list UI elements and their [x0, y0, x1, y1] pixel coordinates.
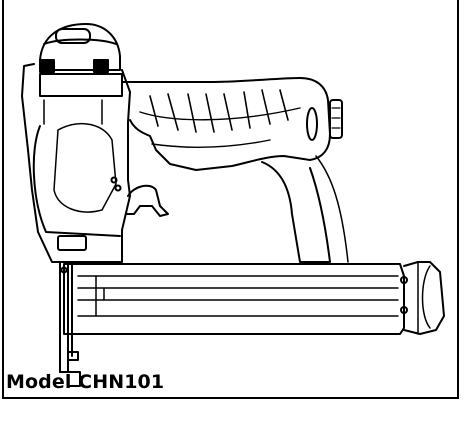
upper-housing-band: [39, 73, 123, 97]
handle-grip-ribs: [149, 89, 289, 133]
top-cap-ridge: [43, 38, 117, 45]
top-cap-outline: [39, 23, 121, 71]
magazine-end-cap: [403, 261, 445, 335]
screw-left-icon: [39, 59, 55, 73]
body-label-window: [57, 235, 87, 251]
top-cap-slot: [55, 28, 91, 44]
document-frame: [2, 0, 459, 399]
air-fitting: [329, 99, 343, 139]
main-body-outline: [21, 63, 131, 263]
rear-support: [261, 161, 331, 263]
model-caption: Model CHN101: [6, 371, 165, 393]
front-panel-curve: [32, 125, 121, 237]
nose-driver: [59, 261, 73, 373]
screw-right-icon: [93, 59, 109, 73]
handle-end-oval: [306, 107, 318, 141]
trigger-guard: [125, 184, 169, 217]
magazine-rail: [63, 263, 405, 335]
handle-outline: [121, 77, 331, 171]
